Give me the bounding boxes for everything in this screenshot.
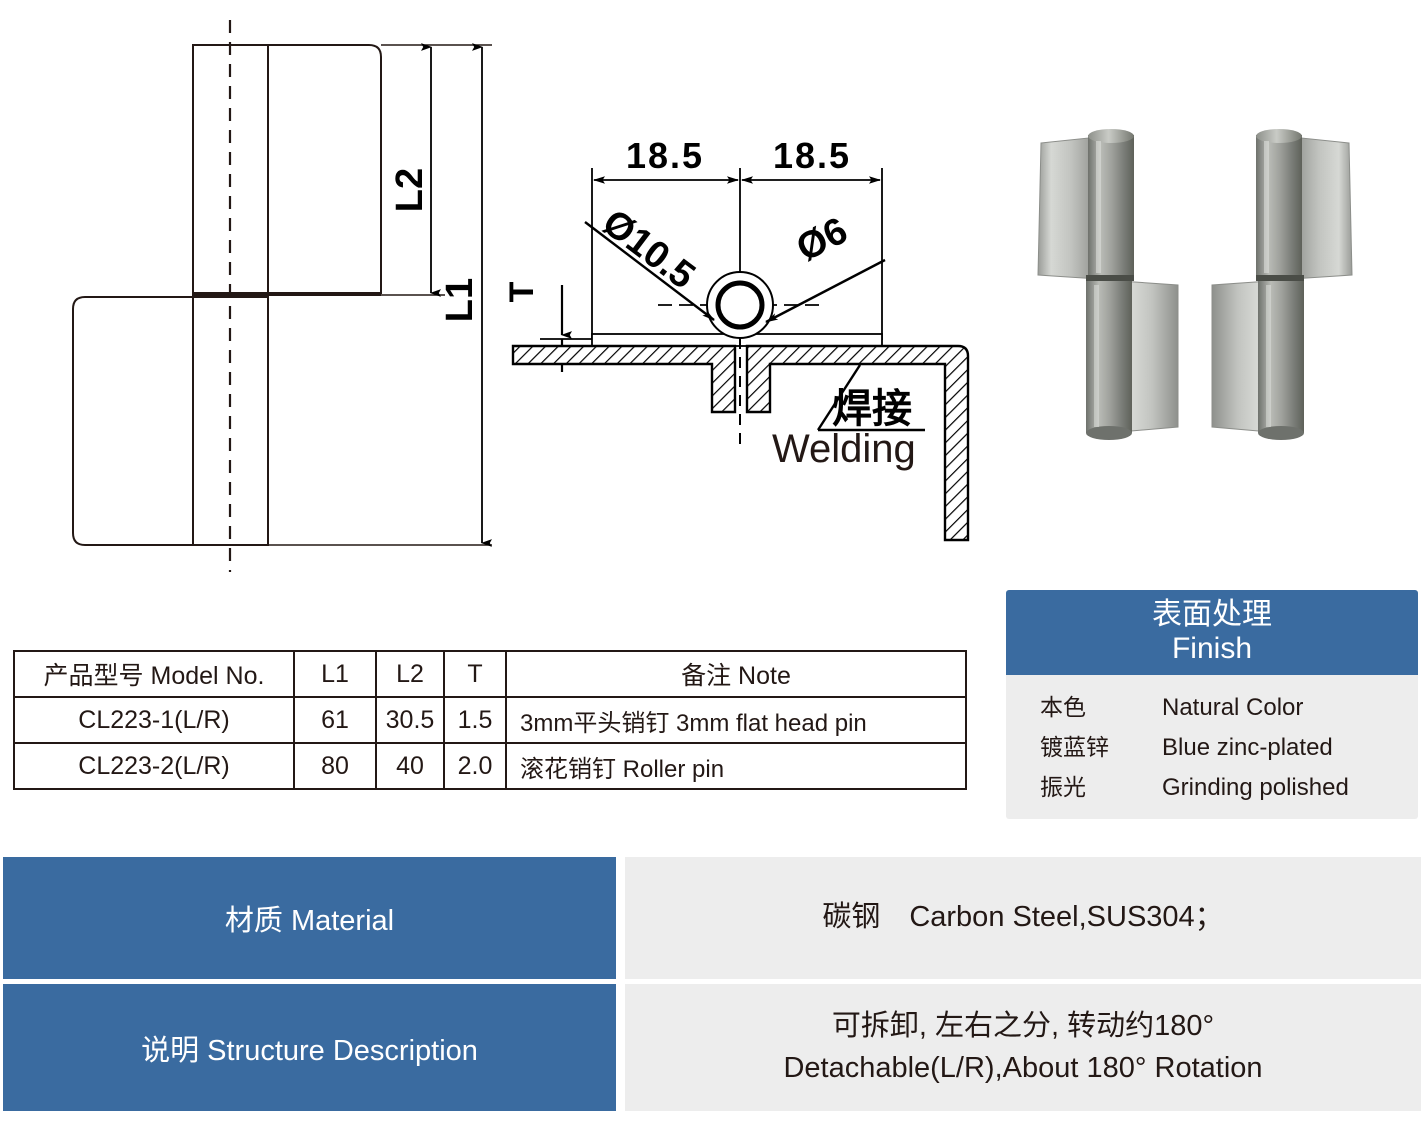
elevation-view: L2 L1 [72,20,492,572]
list-item: 本色 Natural Color [1006,685,1418,725]
table-row: CL223-2(L/R) 80 40 2.0 滚花销钉 Roller pin [13,742,967,790]
table-header-row: 产品型号 Model No. L1 L2 T 备注 Note [13,650,967,698]
finish-options-list: 本色 Natural Color 镀蓝锌 Blue zinc-plated 振光… [1006,675,1418,819]
welding-label-cn: 焊接 [832,387,912,431]
structure-value-en: Detachable(L/R),About 180° Rotation [783,1051,1263,1084]
dimension-18-5-right: 18.5 [773,135,851,176]
hinge-right [1211,129,1353,440]
material-value: 碳钢 Carbon Steel,SUS304； [822,901,1224,934]
cell-note: 3mm平头销钉 3mm flat head pin [505,696,967,744]
dimension-label-l1: L1 [439,278,481,322]
cell-model: CL223-1(L/R) [13,696,295,744]
finish-option-cn: 振光 [1040,774,1086,801]
finish-option-cn: 本色 [1040,694,1086,721]
finish-option-en: Natural Color [1162,694,1304,722]
material-label: 材质 Material [3,857,616,979]
finish-header: 表面处理 Finish [1006,590,1418,676]
dimension-18-5-left: 18.5 [626,135,704,176]
cell-l1: 61 [293,696,377,744]
cell-t: 2.0 [443,742,507,790]
table-row: CL223-1(L/R) 61 30.5 1.5 3mm平头销钉 3mm fla… [13,696,967,744]
list-item: 镀蓝锌 Blue zinc-plated [1006,725,1418,765]
welding-label-en: Welding [772,427,916,471]
product-photo [1000,105,1390,455]
structure-value-panel: 可拆卸, 左右之分, 转动约180° Detachable(L/R),About… [625,984,1421,1111]
cell-model: CL223-2(L/R) [13,742,295,790]
structure-description-row: 说明 Structure Description 可拆卸, 左右之分, 转动约1… [0,984,1421,1111]
cell-l2: 40 [375,742,445,790]
finish-title-cn: 表面处理 [1152,598,1272,631]
section-view: 18.5 18.5 T Ø10.5 Ø6 [503,135,970,542]
dimension-label-l2: L2 [389,168,431,212]
material-value-panel: 碳钢 Carbon Steel,SUS304； [625,857,1421,979]
finish-panel: 表面处理 Finish 本色 Natural Color 镀蓝锌 Blue zi… [1006,590,1418,820]
list-item: 振光 Grinding polished [1006,765,1418,805]
finish-option-en: Grinding polished [1162,774,1349,802]
header-t: T [443,650,507,698]
specification-table: 产品型号 Model No. L1 L2 T 备注 Note CL223-1(L… [13,650,967,790]
finish-option-en: Blue zinc-plated [1162,734,1333,762]
dimension-label-t: T [503,281,541,302]
hinge-left [1037,129,1179,440]
structure-value-cn: 可拆卸, 左右之分, 转动约180° [831,1010,1215,1043]
header-note: 备注 Note [505,650,967,698]
cell-l2: 30.5 [375,696,445,744]
drawing-svg: L2 L1 18.5 18.5 T [72,20,970,572]
cell-t: 1.5 [443,696,507,744]
header-model-no: 产品型号 Model No. [13,650,295,698]
cell-l1: 80 [293,742,377,790]
cell-note: 滚花销钉 Roller pin [505,742,967,790]
finish-title-en: Finish [1171,631,1253,665]
header-l2: L2 [375,650,445,698]
diameter-label-outer: Ø10.5 [595,202,703,298]
technical-drawing: L2 L1 18.5 18.5 T [72,20,970,572]
finish-option-cn: 镀蓝锌 [1040,734,1109,761]
structure-label: 说明 Structure Description [3,984,616,1111]
header-l1: L1 [293,650,377,698]
diameter-label-inner: Ø6 [790,210,854,270]
material-row: 材质 Material 碳钢 Carbon Steel,SUS304； [0,857,1421,979]
product-photo-svg [1037,129,1353,440]
